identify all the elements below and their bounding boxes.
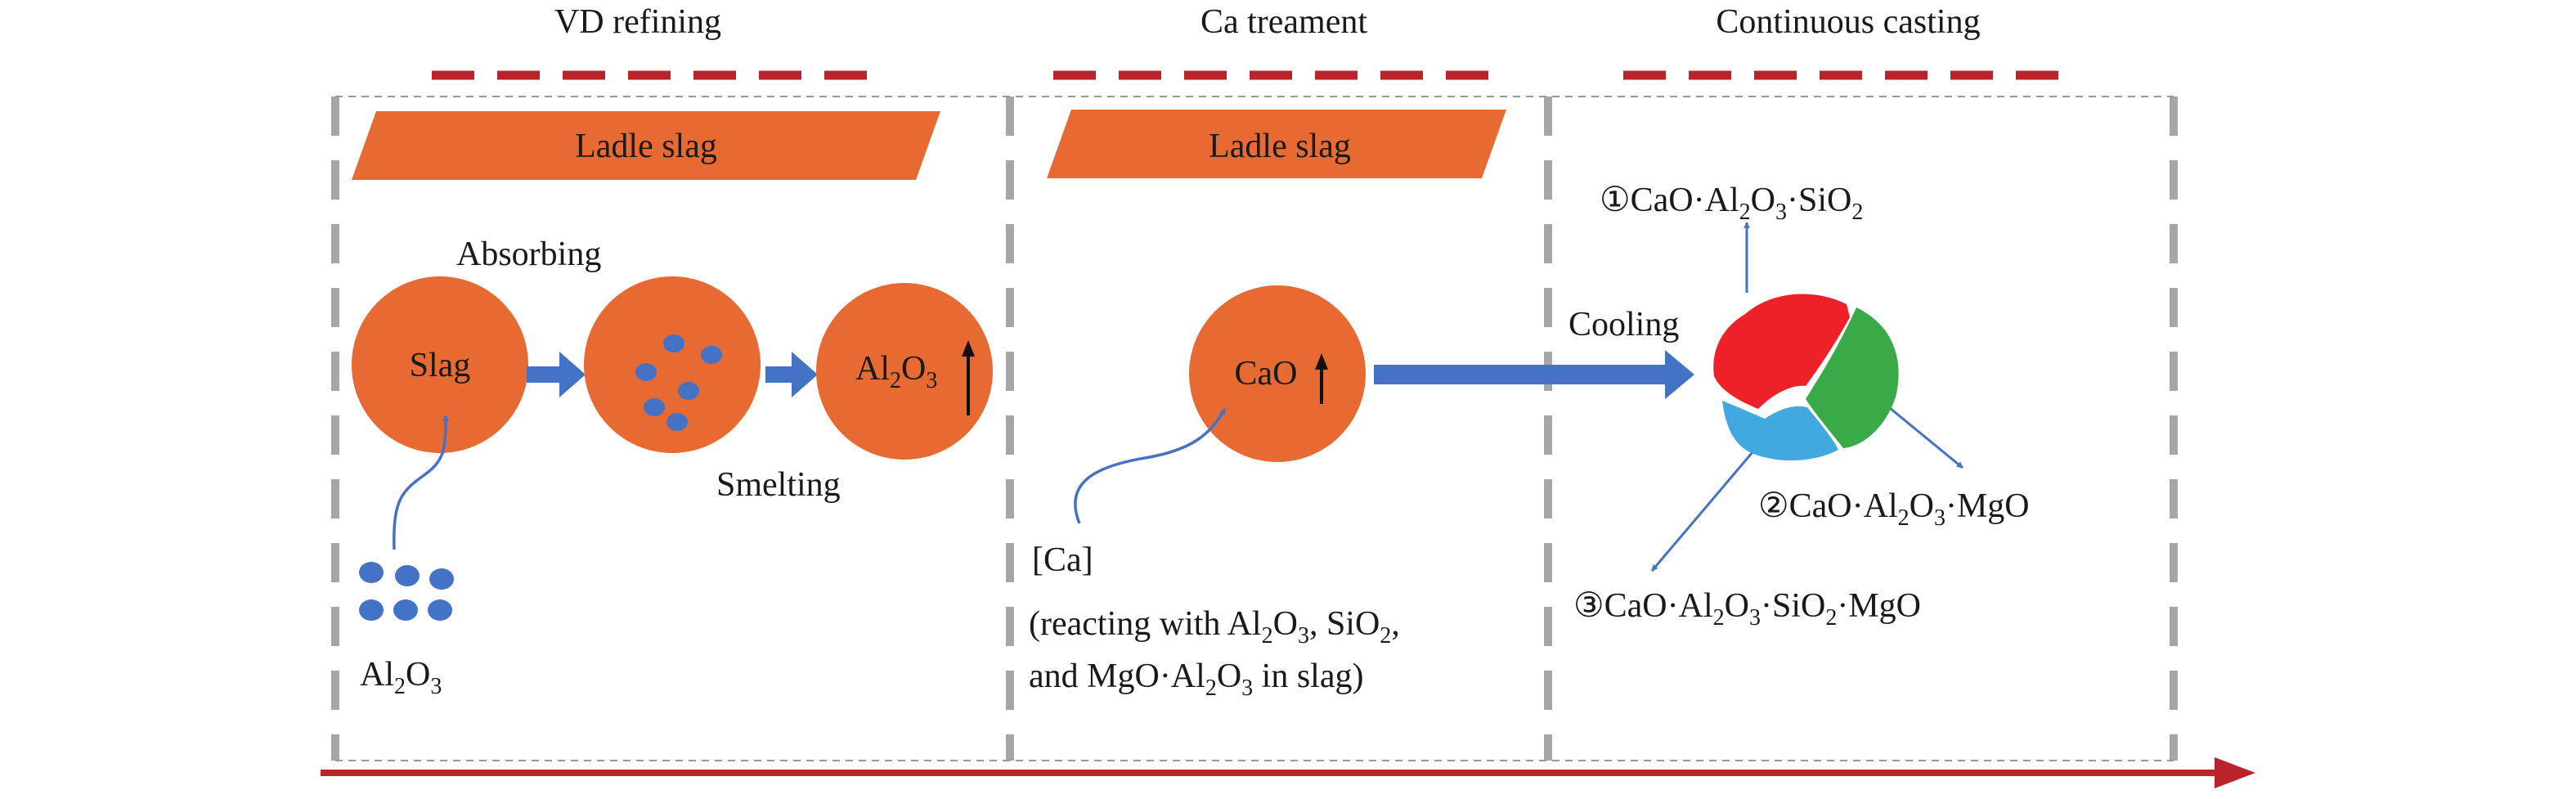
cao-circle	[1189, 285, 1366, 462]
phase-cyan	[1722, 401, 1838, 461]
inclusion-particles	[635, 334, 722, 431]
al2o3-particles	[359, 562, 454, 621]
process-timeline-head	[2215, 757, 2255, 788]
ca-injection-arrow	[1074, 408, 1227, 524]
product-2-label: ②CaO·Al2O3·MgO	[1758, 487, 2030, 531]
ca-reaction-note-line2: and MgO·Al2O3 in slag)	[1029, 658, 1363, 701]
phase-red	[1713, 294, 1850, 409]
ladle-slag-label-ca: Ladle slag	[1209, 128, 1351, 165]
cooling-label: Cooling	[1568, 306, 1679, 343]
stage-title-cc: Continuous casting	[1716, 3, 1980, 41]
cao-increase-arrow-icon	[1315, 353, 1328, 404]
product-arrow-3	[1650, 441, 1763, 572]
slag-circle	[352, 276, 528, 453]
slag-label: Slag	[410, 347, 471, 384]
ca-reaction-note-line1: (reacting with Al2O3, SiO2,	[1029, 605, 1400, 649]
al2o3-particles-label: Al2O3	[360, 656, 442, 699]
absorption-arrow	[393, 415, 449, 550]
ladle-slag-banner-ca	[1047, 110, 1506, 178]
cooling-block-arrow	[1374, 350, 1694, 399]
product-arrow-2	[1880, 399, 1963, 469]
product-3-label: ③CaO·Al2O3·SiO2·MgO	[1573, 587, 1921, 631]
increase-arrow-icon	[962, 340, 975, 415]
ladle-slag-label-vd: Ladle slag	[575, 128, 717, 165]
product-1-label: ①CaO·Al2O3·SiO2	[1600, 182, 1863, 225]
ca-label: [Ca]	[1032, 541, 1093, 579]
stage-title-ca: Ca treament	[1200, 3, 1367, 41]
ladle-slag-banner-vd	[352, 111, 940, 180]
smelted-circle	[816, 283, 993, 460]
absorbing-circle	[584, 276, 761, 453]
smelting-label: Smelting	[716, 466, 841, 504]
al2o3-inclusion-label: Al2O3	[855, 350, 937, 393]
phase-green	[1806, 307, 1899, 448]
cao-label: CaO	[1235, 355, 1298, 393]
block-arrow-absorb	[527, 352, 586, 397]
stage-title-vd: VD refining	[554, 3, 721, 41]
block-arrow-smelt	[765, 352, 818, 397]
absorbing-label: Absorbing	[456, 236, 601, 273]
multiphase-inclusion	[1713, 294, 1899, 461]
